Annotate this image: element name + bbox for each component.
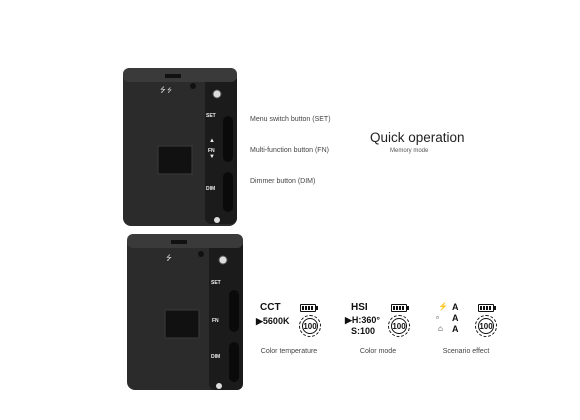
dimmer-dial: 100 (475, 315, 497, 337)
dim-text-top: DIM (206, 186, 216, 192)
hsi-sat-value: S:100 (351, 326, 376, 336)
cct-value: ▶5600K (256, 316, 290, 326)
battery-icon (300, 304, 318, 312)
set-text-bottom: SET (211, 280, 221, 286)
svg-text:⭍: ⭍ (167, 86, 172, 94)
quick-operation-title: Quick operation (370, 130, 465, 145)
memory-mode-subtitle: Memory mode (390, 148, 429, 154)
scenario-row-3: A (452, 324, 459, 334)
scenario-screen: ⚡ A ▫ A ⌂ A 100 (432, 302, 497, 352)
set-button-label: Menu switch button (SET) (250, 116, 331, 123)
hsi-hue-value: ▶H:360° (345, 315, 381, 325)
hsi-caption: Color mode (359, 348, 397, 355)
scenario-caption: Scenario effect (442, 348, 490, 355)
dim-button-label: Dimmer button (DIM) (250, 178, 316, 185)
light-device-top: ⭍ (123, 68, 243, 228)
set-text-top: SET (206, 113, 216, 119)
scenario-row-1: A (452, 302, 459, 312)
flash-icon: ⚡ (438, 302, 448, 311)
cct-screen: CCT ▶5600K 100 (256, 302, 321, 352)
usb-icon-top: ⭍ (160, 87, 166, 94)
fn-text-bottom: FN (212, 318, 219, 324)
dimmer-dial: 100 (388, 315, 410, 337)
battery-icon (478, 304, 496, 312)
light-device-bottom (127, 234, 247, 394)
dimmer-dial: 100 (299, 315, 321, 337)
usb-icon-bottom: ⭍ (166, 255, 172, 262)
dim-text-bottom: DIM (211, 354, 221, 360)
hsi-title: HSI (351, 302, 368, 313)
arrow-down-icon: ▼ (209, 154, 215, 160)
fn-text-top: FN (208, 148, 215, 154)
cct-caption: Color temperature (260, 348, 318, 355)
scenario-row-2: A (452, 313, 459, 323)
hsi-screen: HSI ▶H:360° S:100 100 (345, 302, 410, 352)
cct-title: CCT (260, 302, 281, 313)
fn-button-label: Multi-function button (FN) (250, 147, 329, 154)
frame-icon: ▫ (436, 313, 439, 322)
bell-icon: ⌂ (438, 324, 443, 333)
battery-icon (391, 304, 409, 312)
arrow-up-icon: ▲ (209, 138, 215, 144)
